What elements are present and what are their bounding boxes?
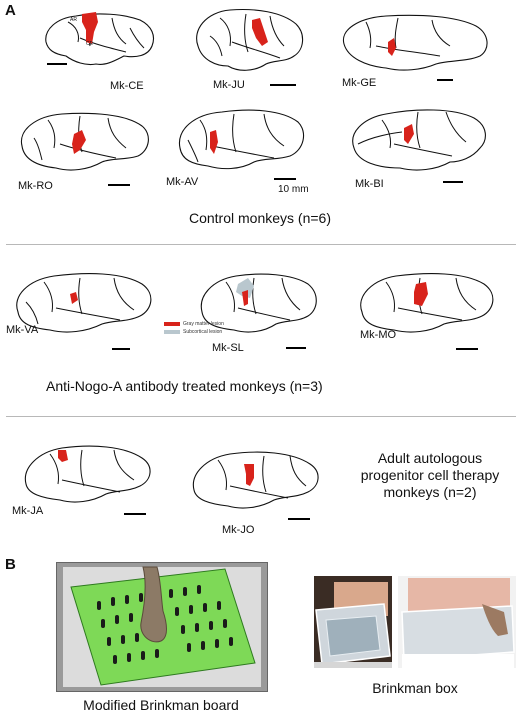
scale-bar-ju [270, 84, 296, 86]
brinkman-box-photo-1 [314, 576, 392, 668]
brinkman-board-illustration [57, 563, 267, 691]
panel-a-label: A [5, 2, 16, 19]
monkey-label-ro: Mk-RO [18, 180, 53, 192]
scale-label: 10 mm [278, 184, 309, 195]
divider-1 [6, 244, 516, 245]
legend-swatch-subcortical [164, 329, 180, 334]
brinkman-box-photo-2 [398, 576, 516, 668]
brain-diagram-ro [20, 112, 149, 171]
monkey-label-sl: Mk-SL [212, 342, 244, 354]
monkey-label-bi: Mk-BI [355, 178, 384, 190]
caption-cell-therapy: Adult autologous progenitor cell therapy… [360, 450, 500, 500]
scale-bar-bi [443, 181, 463, 183]
brain-diagram-ge [342, 14, 488, 71]
caption-control: Control monkeys (n=6) [188, 210, 331, 226]
panel-b-label: B [5, 556, 16, 573]
legend-subcortical: Subcortical lesion [164, 329, 222, 335]
scale-bar-ro [108, 184, 130, 186]
monkey-label-ju: Mk-JU [213, 79, 245, 91]
caption-nogo: Anti-Nogo-A antibody treated monkeys (n=… [46, 378, 323, 394]
brain-diagram-mo [360, 273, 494, 333]
legend-gray-matter: Gray matter lesion [164, 321, 224, 327]
brain-diagram-ce [45, 12, 155, 66]
scale-bar-va [112, 348, 130, 350]
scale-bar-ce [47, 63, 67, 65]
caption-brinkman-box: Brinkman box [372, 680, 458, 696]
legend-subcortical-label: Subcortical lesion [183, 329, 223, 335]
sulcus-label-ce: CE [86, 41, 93, 47]
monkey-label-jo: Mk-JO [222, 524, 255, 536]
legend-gray-matter-label: Gray matter lesion [183, 321, 224, 327]
legend-swatch-lesion [164, 321, 180, 326]
divider-2 [6, 416, 516, 417]
monkey-label-ce: Mk-CE [110, 80, 144, 92]
brain-diagram-ja [24, 445, 151, 503]
brinkman-board-photo [56, 562, 268, 692]
scale-bar-av [274, 178, 296, 180]
brain-diagram-ju [196, 9, 304, 71]
brain-diagram-sl [200, 273, 317, 333]
scale-bar-mo [456, 348, 478, 350]
scale-bar-jo [288, 518, 310, 520]
monkey-label-mo: Mk-MO [360, 329, 397, 341]
brain-diagram-av [178, 109, 305, 170]
brinkman-box-illustration-2 [398, 576, 516, 668]
brain-diagram-bi [352, 109, 486, 171]
scale-bar-ge [437, 79, 453, 81]
scale-bar-sl [286, 347, 306, 349]
sulcus-label-ar: AR [70, 17, 77, 23]
scale-bar-ja [124, 513, 146, 515]
brain-diagram-va [16, 273, 152, 333]
monkey-label-ge: Mk-GE [342, 77, 377, 89]
monkey-label-av: Mk-AV [166, 176, 199, 188]
brain-diagram-jo [192, 451, 319, 509]
monkey-label-va: Mk-VA [6, 324, 39, 336]
brinkman-box-illustration-1 [314, 576, 392, 668]
caption-brinkman-board: Modified Brinkman board [83, 697, 239, 713]
monkey-label-ja: Mk-JA [12, 505, 44, 517]
